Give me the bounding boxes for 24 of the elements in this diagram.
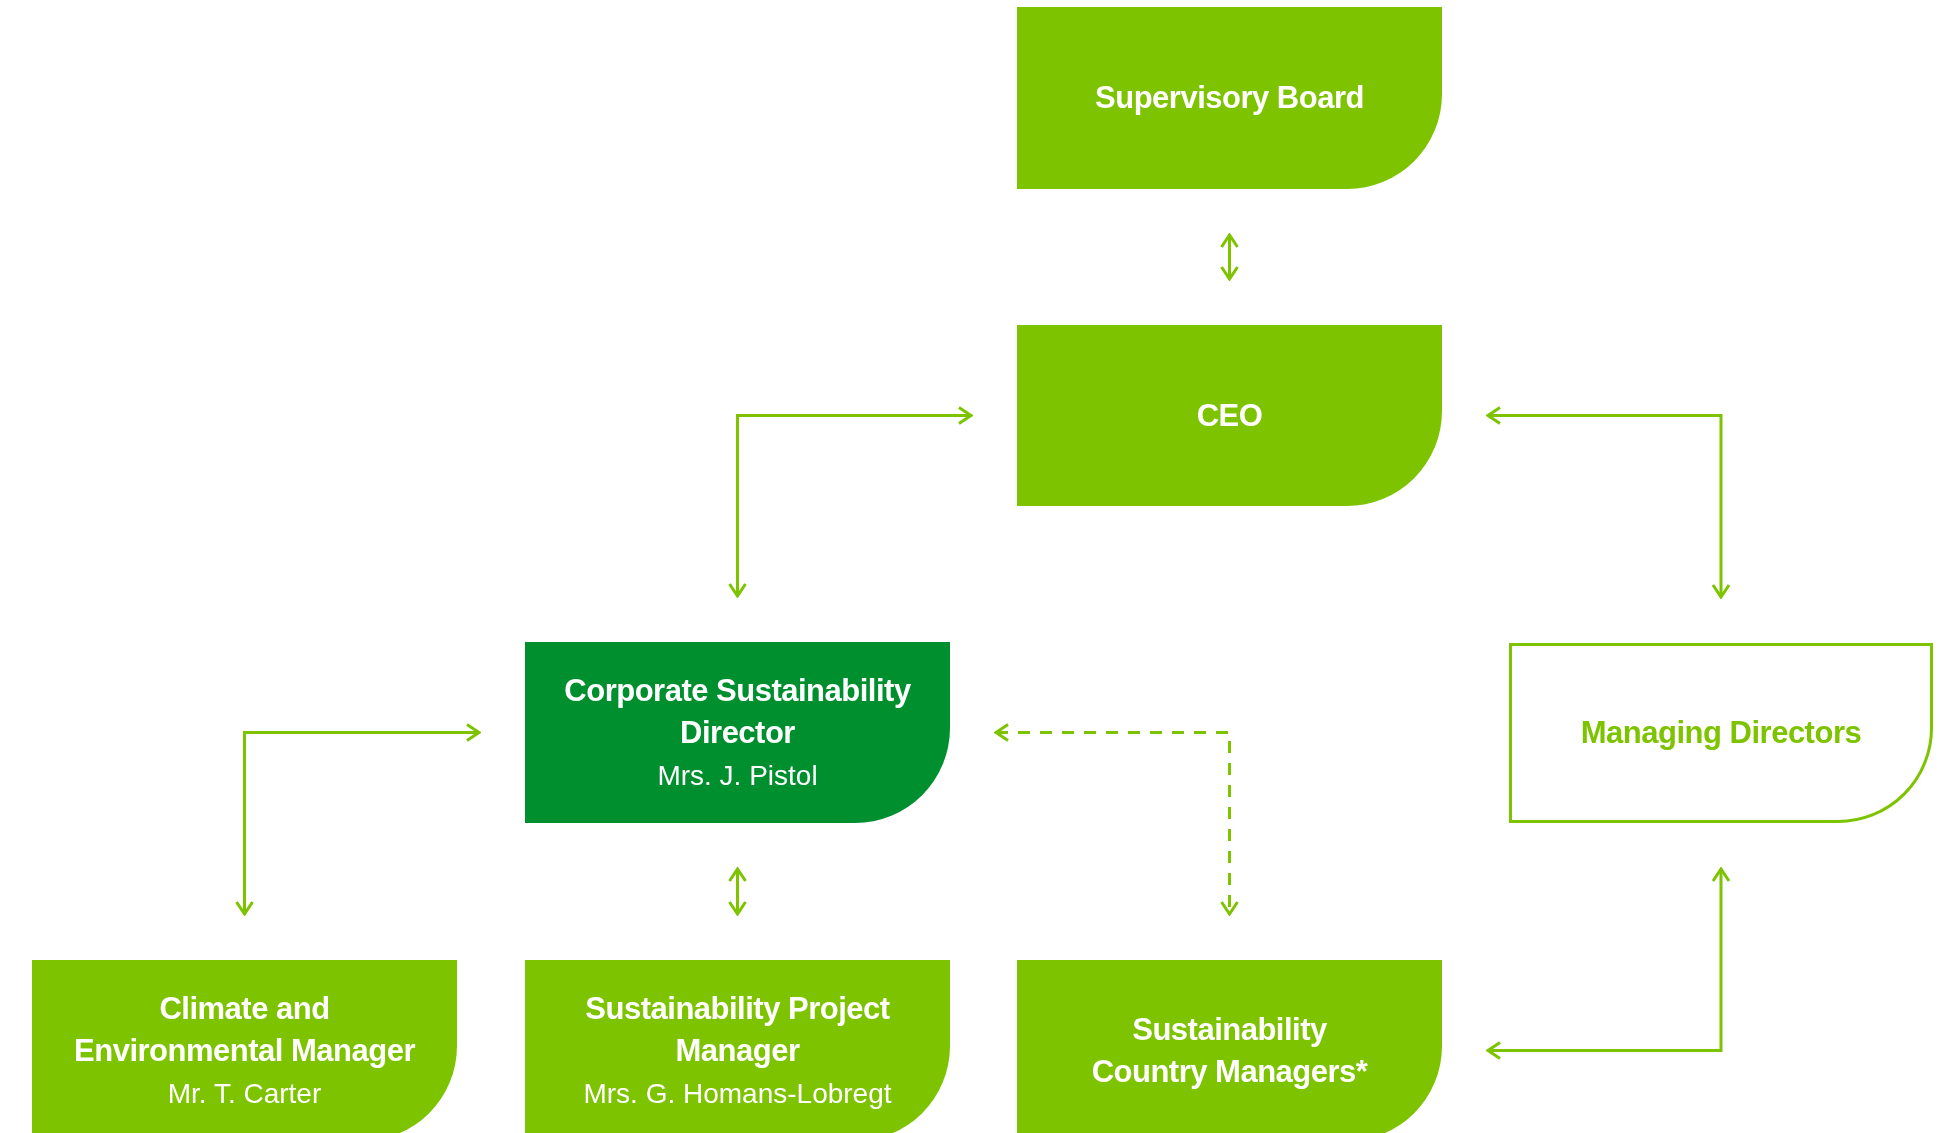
role-title: Corporate Sustainability Director xyxy=(563,672,912,752)
arrow xyxy=(235,723,481,916)
arrow xyxy=(728,867,747,916)
arrow xyxy=(1220,233,1239,281)
org-box xyxy=(525,960,950,1133)
org-box xyxy=(1017,7,1442,189)
role-title: Managing Directors xyxy=(1580,714,1862,753)
person-name: Mrs. J. Pistol xyxy=(657,758,818,793)
arrow xyxy=(728,406,973,598)
arrow xyxy=(1486,867,1731,1060)
org-box xyxy=(32,960,457,1133)
role-title: Sustainability Project Manager xyxy=(584,990,891,1070)
arrow xyxy=(1486,406,1731,599)
role-title: Climate and Environmental Manager xyxy=(73,990,416,1070)
arrow xyxy=(994,723,1239,916)
role-title: Supervisory Board xyxy=(1095,79,1364,118)
role-title: Sustainability Country Managers* xyxy=(1090,1010,1369,1091)
org-box xyxy=(1509,643,1933,823)
org-box xyxy=(525,642,950,823)
role-title: CEO xyxy=(1196,396,1263,435)
org-box xyxy=(1017,325,1442,506)
person-name: Mr. T. Carter xyxy=(167,1076,322,1111)
person-name: Mrs. G. Homans-Lobregt xyxy=(583,1076,892,1111)
org-box xyxy=(1017,960,1442,1133)
